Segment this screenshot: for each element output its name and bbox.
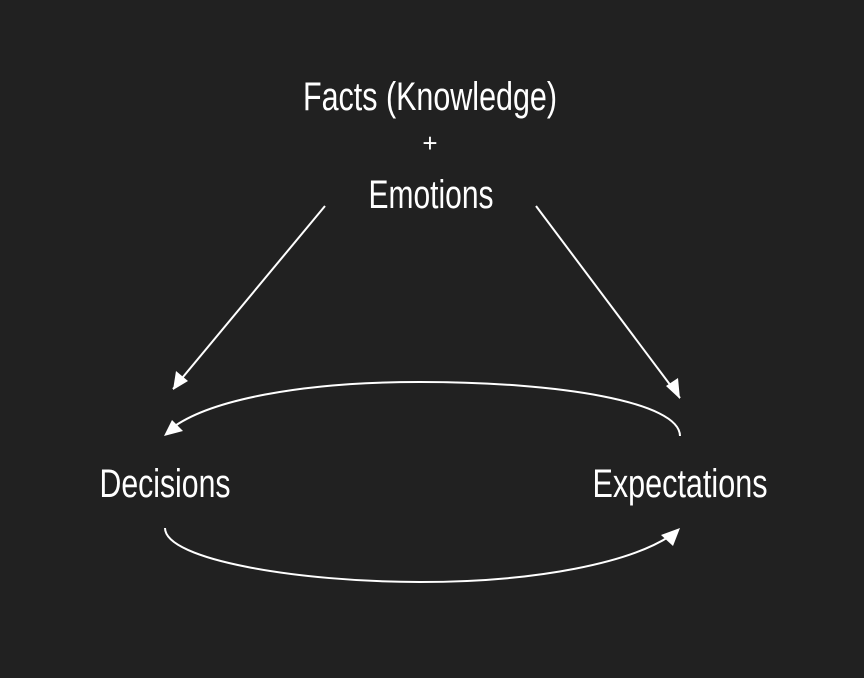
arrow-expectations-to-decisions — [171, 380, 681, 437]
arrowhead-icon — [173, 371, 188, 390]
arrow-decisions-to-expectations — [164, 527, 671, 584]
decisions-label: Decisions — [100, 462, 231, 506]
arrowhead-icon — [164, 420, 183, 436]
arrowhead-icon — [666, 378, 680, 399]
arrow-top-to-expectations — [535, 205, 681, 399]
emotions-label: Emotions — [369, 173, 494, 217]
expectations-label: Expectations — [593, 462, 768, 506]
plus-sign: + — [422, 128, 437, 158]
arrowhead-icon — [661, 528, 680, 546]
facts-label: Facts (Knowledge) — [303, 75, 557, 119]
arrow-top-to-decisions — [172, 205, 326, 390]
